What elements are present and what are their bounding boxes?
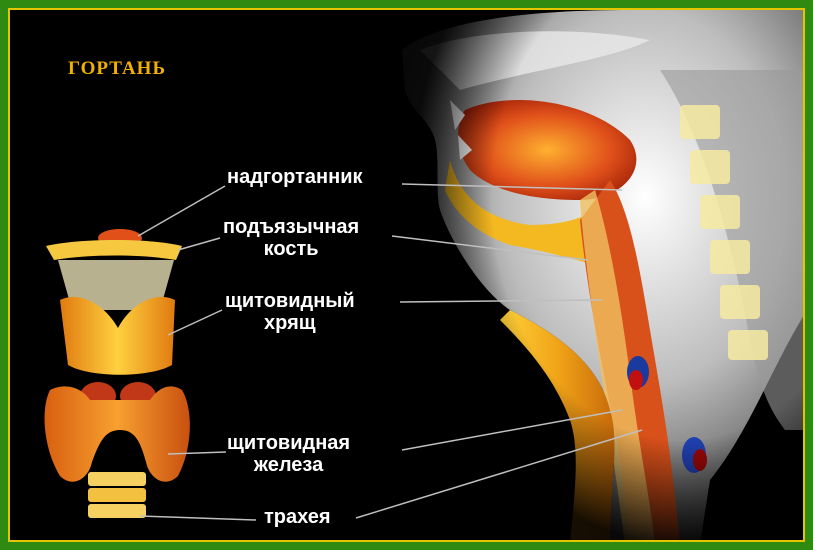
label-trachea: трахея	[264, 506, 331, 528]
trachea-ring-3	[88, 504, 146, 518]
leader-hyoid-left	[178, 238, 220, 250]
label-thyroid-cartilage-line2: хрящ	[225, 312, 355, 334]
leader-epiglottis-left	[138, 186, 225, 236]
label-thyroid-gland: щитовидная железа	[227, 432, 350, 476]
larynx-front	[45, 229, 190, 518]
anatomy-illustration	[10, 10, 805, 542]
vignette	[390, 10, 805, 542]
diagram-title: ГОРТАНЬ	[68, 58, 166, 80]
diagram-canvas: ГОРТАНЬ надгортанник подъязычная кость щ…	[8, 8, 805, 542]
label-hyoid-bone: подъязычная кость	[223, 216, 359, 260]
label-thyroid-gland-line2: железа	[227, 454, 350, 476]
hyoid-shape	[46, 240, 182, 260]
head-section	[390, 10, 805, 542]
trachea-ring-2	[88, 488, 146, 502]
label-thyroid-cartilage: щитовидный хрящ	[225, 290, 355, 334]
trachea-ring-1	[88, 472, 146, 486]
leader-trachea-left	[140, 516, 256, 520]
label-hyoid-line2: кость	[223, 238, 359, 260]
label-thyroid-gland-line1: щитовидная	[227, 432, 350, 454]
thyroid-gland-shape	[45, 386, 190, 481]
label-thyroid-cartilage-line1: щитовидный	[225, 290, 355, 312]
label-epiglottis: надгортанник	[227, 166, 363, 188]
leader-cartilage-left	[168, 310, 222, 335]
label-hyoid-line1: подъязычная	[223, 216, 359, 238]
